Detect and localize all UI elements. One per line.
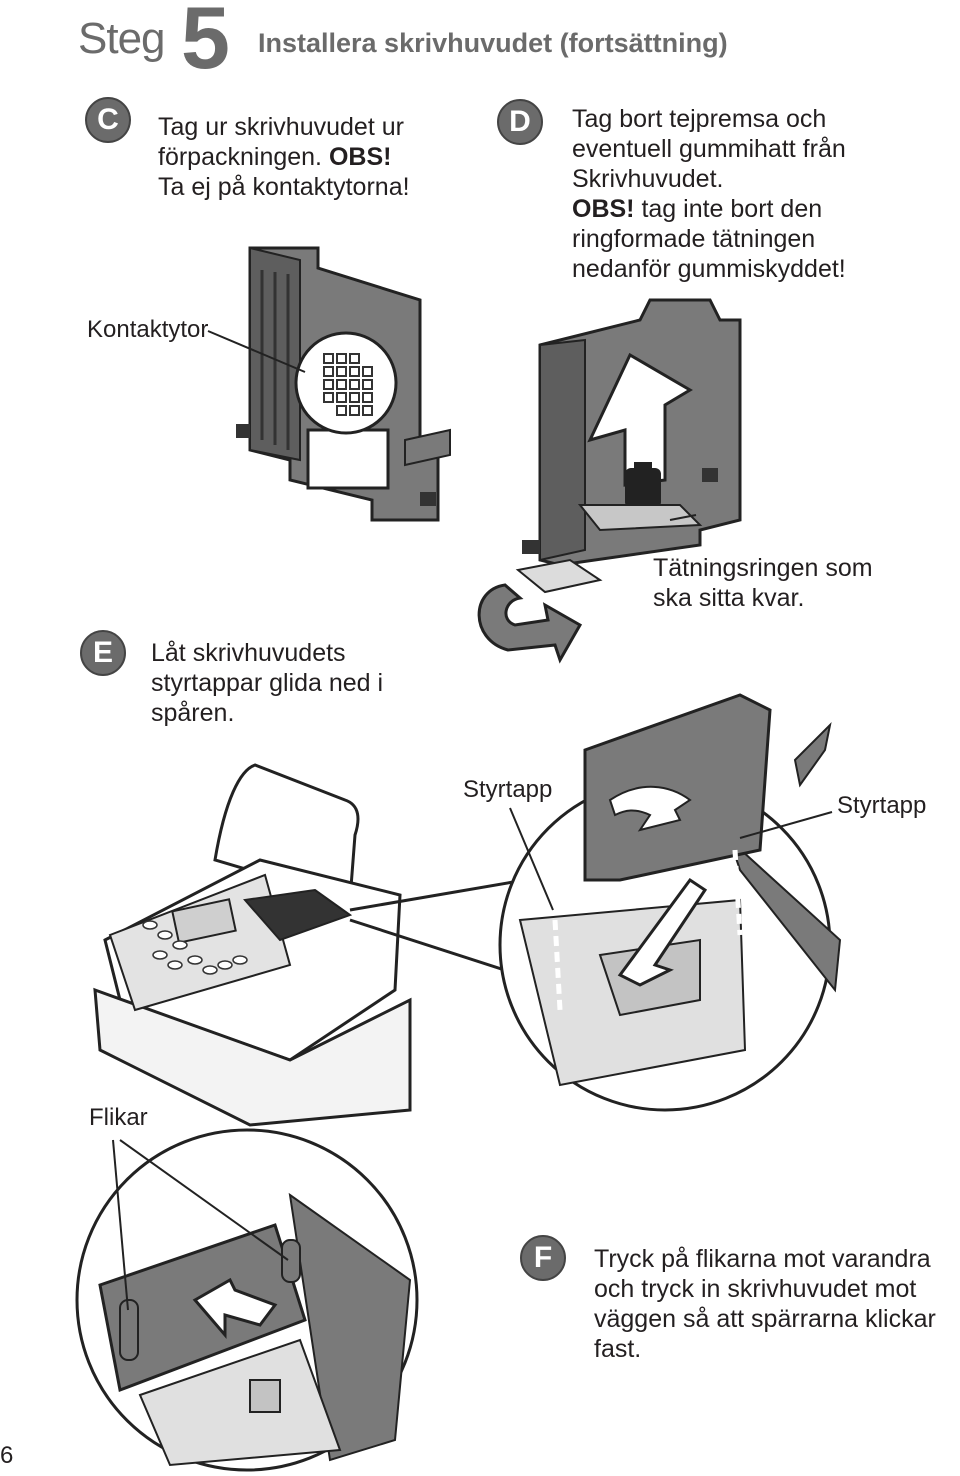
- step-d-line: OBS! tag inte bort den: [572, 194, 846, 224]
- step-f-line: väggen så att spärrarna klickar: [594, 1305, 936, 1333]
- step-e-line: spåren.: [151, 699, 235, 727]
- step-f-line: och tryck in skrivhuvudet mot: [594, 1275, 917, 1303]
- step-c-line: Tag ur skrivhuvudet ur: [158, 113, 404, 141]
- page-number: 6: [0, 1442, 14, 1469]
- obs-warning: OBS!: [328, 143, 392, 171]
- step-c-line: Ta ej på kontaktytorna!: [158, 173, 410, 201]
- step-d-badge: D: [497, 99, 543, 145]
- step-d-text: Tag bort tejpremsa och eventuell gummiha…: [572, 104, 846, 284]
- step-d-line: eventuell gummihatt från: [572, 135, 846, 163]
- step-e-text: Låt skrivhuvudets styrtappar glida ned i…: [151, 638, 383, 728]
- step-f-line: fast.: [594, 1335, 642, 1363]
- step-word: Steg: [78, 14, 166, 63]
- step-e-line: Låt skrivhuvudets: [151, 639, 346, 667]
- franking-machine-illustration: [93, 763, 526, 1127]
- step-c-line: förpackningen. OBS!: [158, 142, 410, 172]
- guide-pin-label-right: Styrtapp: [837, 792, 927, 819]
- obs-warning: OBS!: [572, 195, 635, 223]
- step-f-line: Tryck på flikarna mot varandra: [594, 1245, 931, 1273]
- seal-ring-label-line: ska sitta kvar.: [653, 584, 805, 612]
- contacts-label: Kontaktytor: [87, 316, 209, 343]
- step-e-line: styrtappar glida ned i: [151, 669, 384, 697]
- step-d-line: nedanför gummiskyddet!: [572, 255, 846, 283]
- print-head-tape-removal-illustration: [477, 298, 742, 664]
- guide-pin-label-left: Styrtapp: [463, 776, 553, 803]
- step-d-line: Tag bort tejpremsa och: [572, 105, 827, 133]
- step-c-badge: C: [85, 97, 131, 143]
- step-d-line: Skrivhuvudet.: [572, 165, 724, 193]
- step-d-line: ringformade tätningen: [572, 225, 816, 253]
- step-e-badge: E: [80, 630, 126, 676]
- tabs-zoom-illustration: [75, 1128, 419, 1472]
- step-f-badge: F: [520, 1235, 566, 1281]
- step-number: 5: [181, 0, 230, 87]
- guide-pin-zoom-illustration: [498, 693, 842, 1112]
- step-c-text-part: förpackningen.: [158, 143, 329, 171]
- step-f-text: Tryck på flikarna mot varandra och tryck…: [594, 1244, 936, 1364]
- page-title: Installera skrivhuvudet (fortsättning): [258, 28, 728, 58]
- step-c-text: Tag ur skrivhuvudet ur förpackningen. OB…: [158, 112, 410, 202]
- step-d-text-part: tag inte bort den: [634, 195, 823, 223]
- tabs-label: Flikar: [89, 1104, 148, 1131]
- seal-ring-label: Tätningsringen som ska sitta kvar.: [653, 553, 873, 613]
- print-head-contacts-illustration: [207, 246, 451, 522]
- seal-ring-label-line: Tätningsringen som: [653, 554, 873, 582]
